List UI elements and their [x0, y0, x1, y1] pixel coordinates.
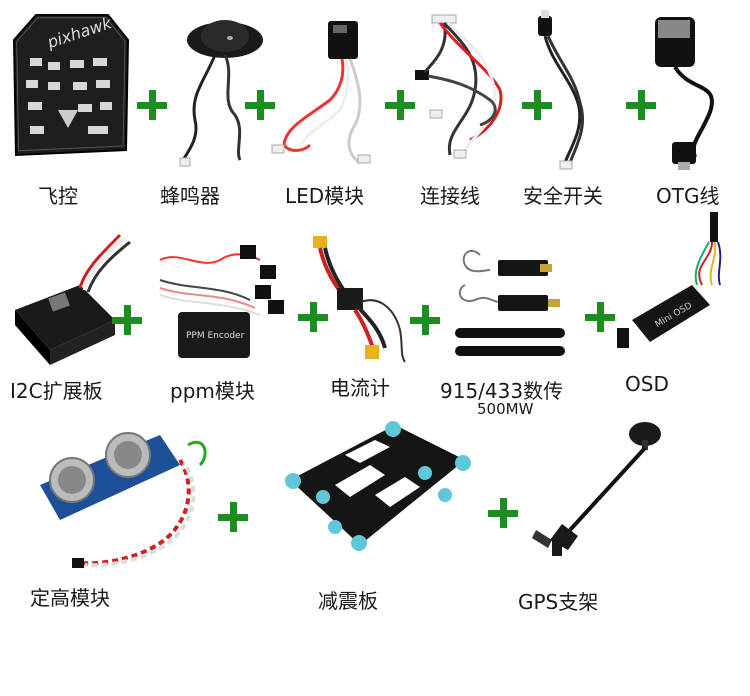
- plus-icon: [218, 502, 248, 532]
- plus-icon: [410, 305, 440, 335]
- telemetry-label: 915/433数传: [440, 379, 564, 403]
- ppm-encoder-text: PPM Encoder: [186, 331, 245, 341]
- damping-plate-label: 减震板: [318, 589, 378, 613]
- plus-icon: [488, 498, 518, 528]
- telemetry-image: [440, 240, 580, 365]
- osd-label: OSD: [625, 372, 669, 396]
- plus-icon: [245, 90, 275, 120]
- plus-icon: [298, 302, 328, 332]
- flight-controller-label: 飞控: [38, 184, 78, 208]
- flight-controller-image: pixhawk: [8, 10, 133, 160]
- altitude-module-label: 定高模块: [30, 586, 110, 610]
- plus-icon: [522, 90, 552, 120]
- altitude-module-image: [30, 415, 230, 575]
- safety-switch-label: 安全开关: [523, 184, 603, 208]
- otg-cable-label: OTG线: [656, 184, 720, 208]
- buzzer-label: 蜂鸣器: [160, 184, 220, 208]
- plus-icon: [385, 90, 415, 120]
- ppm-module-label: ppm模块: [170, 379, 255, 403]
- i2c-board-image: [10, 230, 135, 370]
- cables-image: [410, 10, 510, 170]
- i2c-board-label: I2C扩展板: [10, 379, 103, 403]
- plus-icon: [137, 90, 167, 120]
- telemetry-sublabel: 500MW: [477, 400, 534, 418]
- plus-icon: [112, 305, 142, 335]
- safety-switch-image: [530, 8, 610, 173]
- otg-cable-image: [650, 12, 740, 172]
- power-module-image: [305, 230, 415, 370]
- led-module-label: LED模块: [285, 184, 365, 208]
- gps-mount-label: GPS支架: [518, 590, 599, 614]
- led-module-image: [270, 15, 380, 165]
- plus-icon: [626, 90, 656, 120]
- cables-label: 连接线: [420, 184, 480, 208]
- plus-icon: [585, 302, 615, 332]
- ppm-module-image: PPM Encoder: [150, 240, 290, 365]
- buzzer-image: [179, 10, 270, 170]
- power-module-label: 电流计: [330, 376, 390, 400]
- osd-image: Mini OSD: [612, 210, 732, 360]
- damping-plate-image: [275, 415, 475, 565]
- gps-mount-image: [530, 418, 670, 568]
